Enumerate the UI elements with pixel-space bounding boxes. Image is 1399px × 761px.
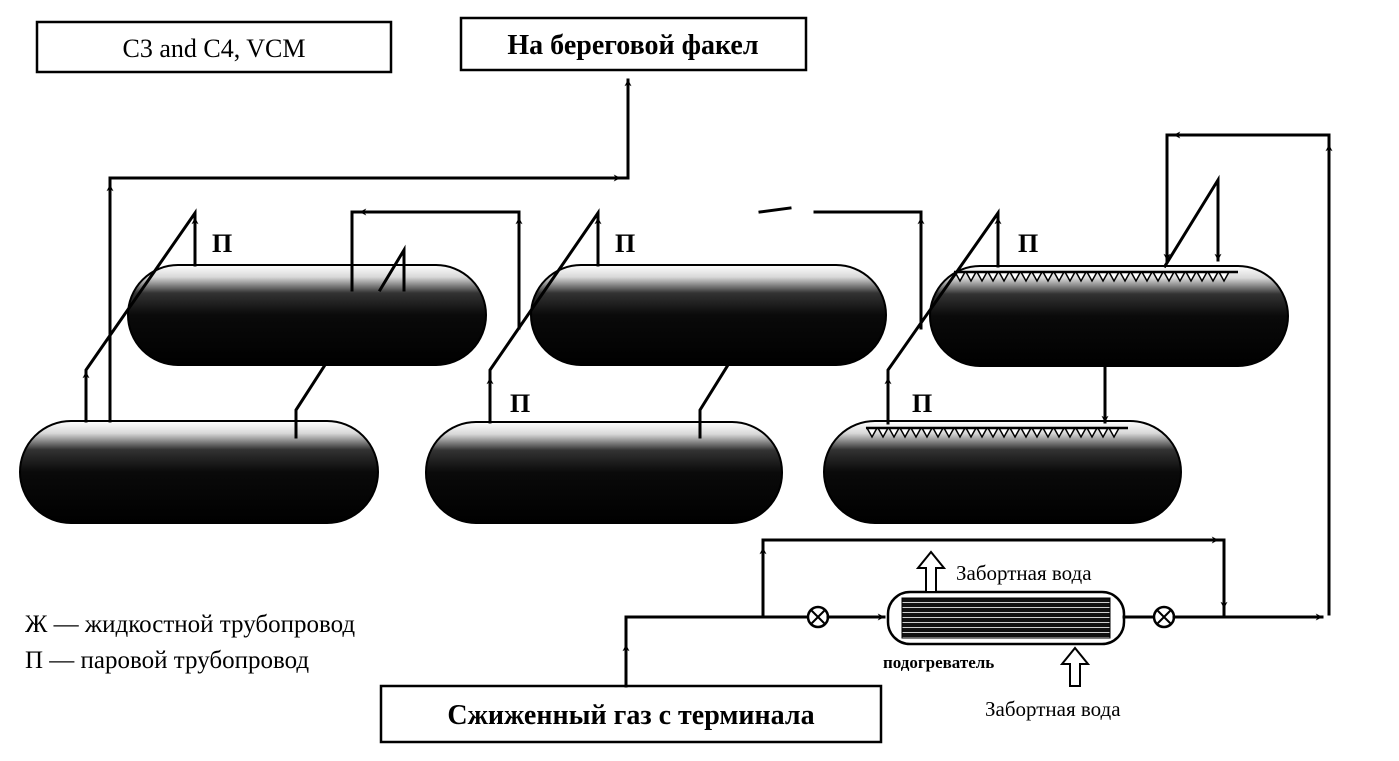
legend-liquid: Ж — жидкостной трубопровод: [25, 611, 355, 638]
flare-label-box: На береговой факел: [459, 16, 808, 72]
source-label: Сжиженный газ с терминала: [447, 700, 814, 731]
internal-line-tank1: [377, 244, 406, 293]
tank-lower-2: [425, 421, 783, 524]
seawater-out-label: Забортная вода: [956, 561, 1092, 585]
heater-label: подогреватель: [883, 653, 994, 672]
spray-row-upper-3: [953, 270, 1238, 283]
seawater-out-arrow: [915, 550, 947, 593]
seawater-in-label: Забортная вода: [985, 697, 1121, 721]
terminal-feed-line: [624, 615, 810, 688]
source-label-box: Сжиженный газ с терминала: [379, 684, 883, 744]
vapour-mark-upper3: П: [1018, 229, 1038, 258]
tank-upper-1: [127, 264, 487, 366]
liquid-line-lower2-upper2: [698, 362, 731, 439]
transfer-line-tank2-tank3: [813, 210, 923, 330]
spray-return-loop: [1165, 133, 1331, 616]
transfer-stub-tank2: [758, 206, 792, 214]
cargo-label: C3 and C4, VCM: [123, 34, 306, 63]
vapour-mark-upper1: П: [212, 229, 232, 258]
seawater-in-arrow: [1059, 646, 1091, 687]
vapour-mark-upper2: П: [615, 229, 635, 258]
tank-upper-2: [530, 264, 887, 366]
tank-upper-3: [929, 265, 1289, 367]
valve-outlet[interactable]: [1152, 605, 1176, 629]
vapour-mark-lower3: П: [912, 389, 932, 418]
liquid-line-lower1-upper1: [294, 362, 328, 439]
vapour-mark-lower2: П: [510, 389, 530, 418]
heater: [886, 590, 1126, 646]
spray-row-lower-3: [865, 426, 1128, 439]
vapour-header-line: [108, 176, 630, 423]
flare-label: На береговой факел: [507, 30, 758, 61]
valve-inlet[interactable]: [806, 605, 830, 629]
tank-lower-3: [823, 420, 1182, 524]
legend-vapor: П — паровой трубопровод: [25, 647, 309, 674]
spray-feed-line-upper3: [1162, 174, 1220, 269]
tank-lower-1: [19, 420, 379, 524]
cargo-label-box: C3 and C4, VCM: [35, 20, 393, 74]
